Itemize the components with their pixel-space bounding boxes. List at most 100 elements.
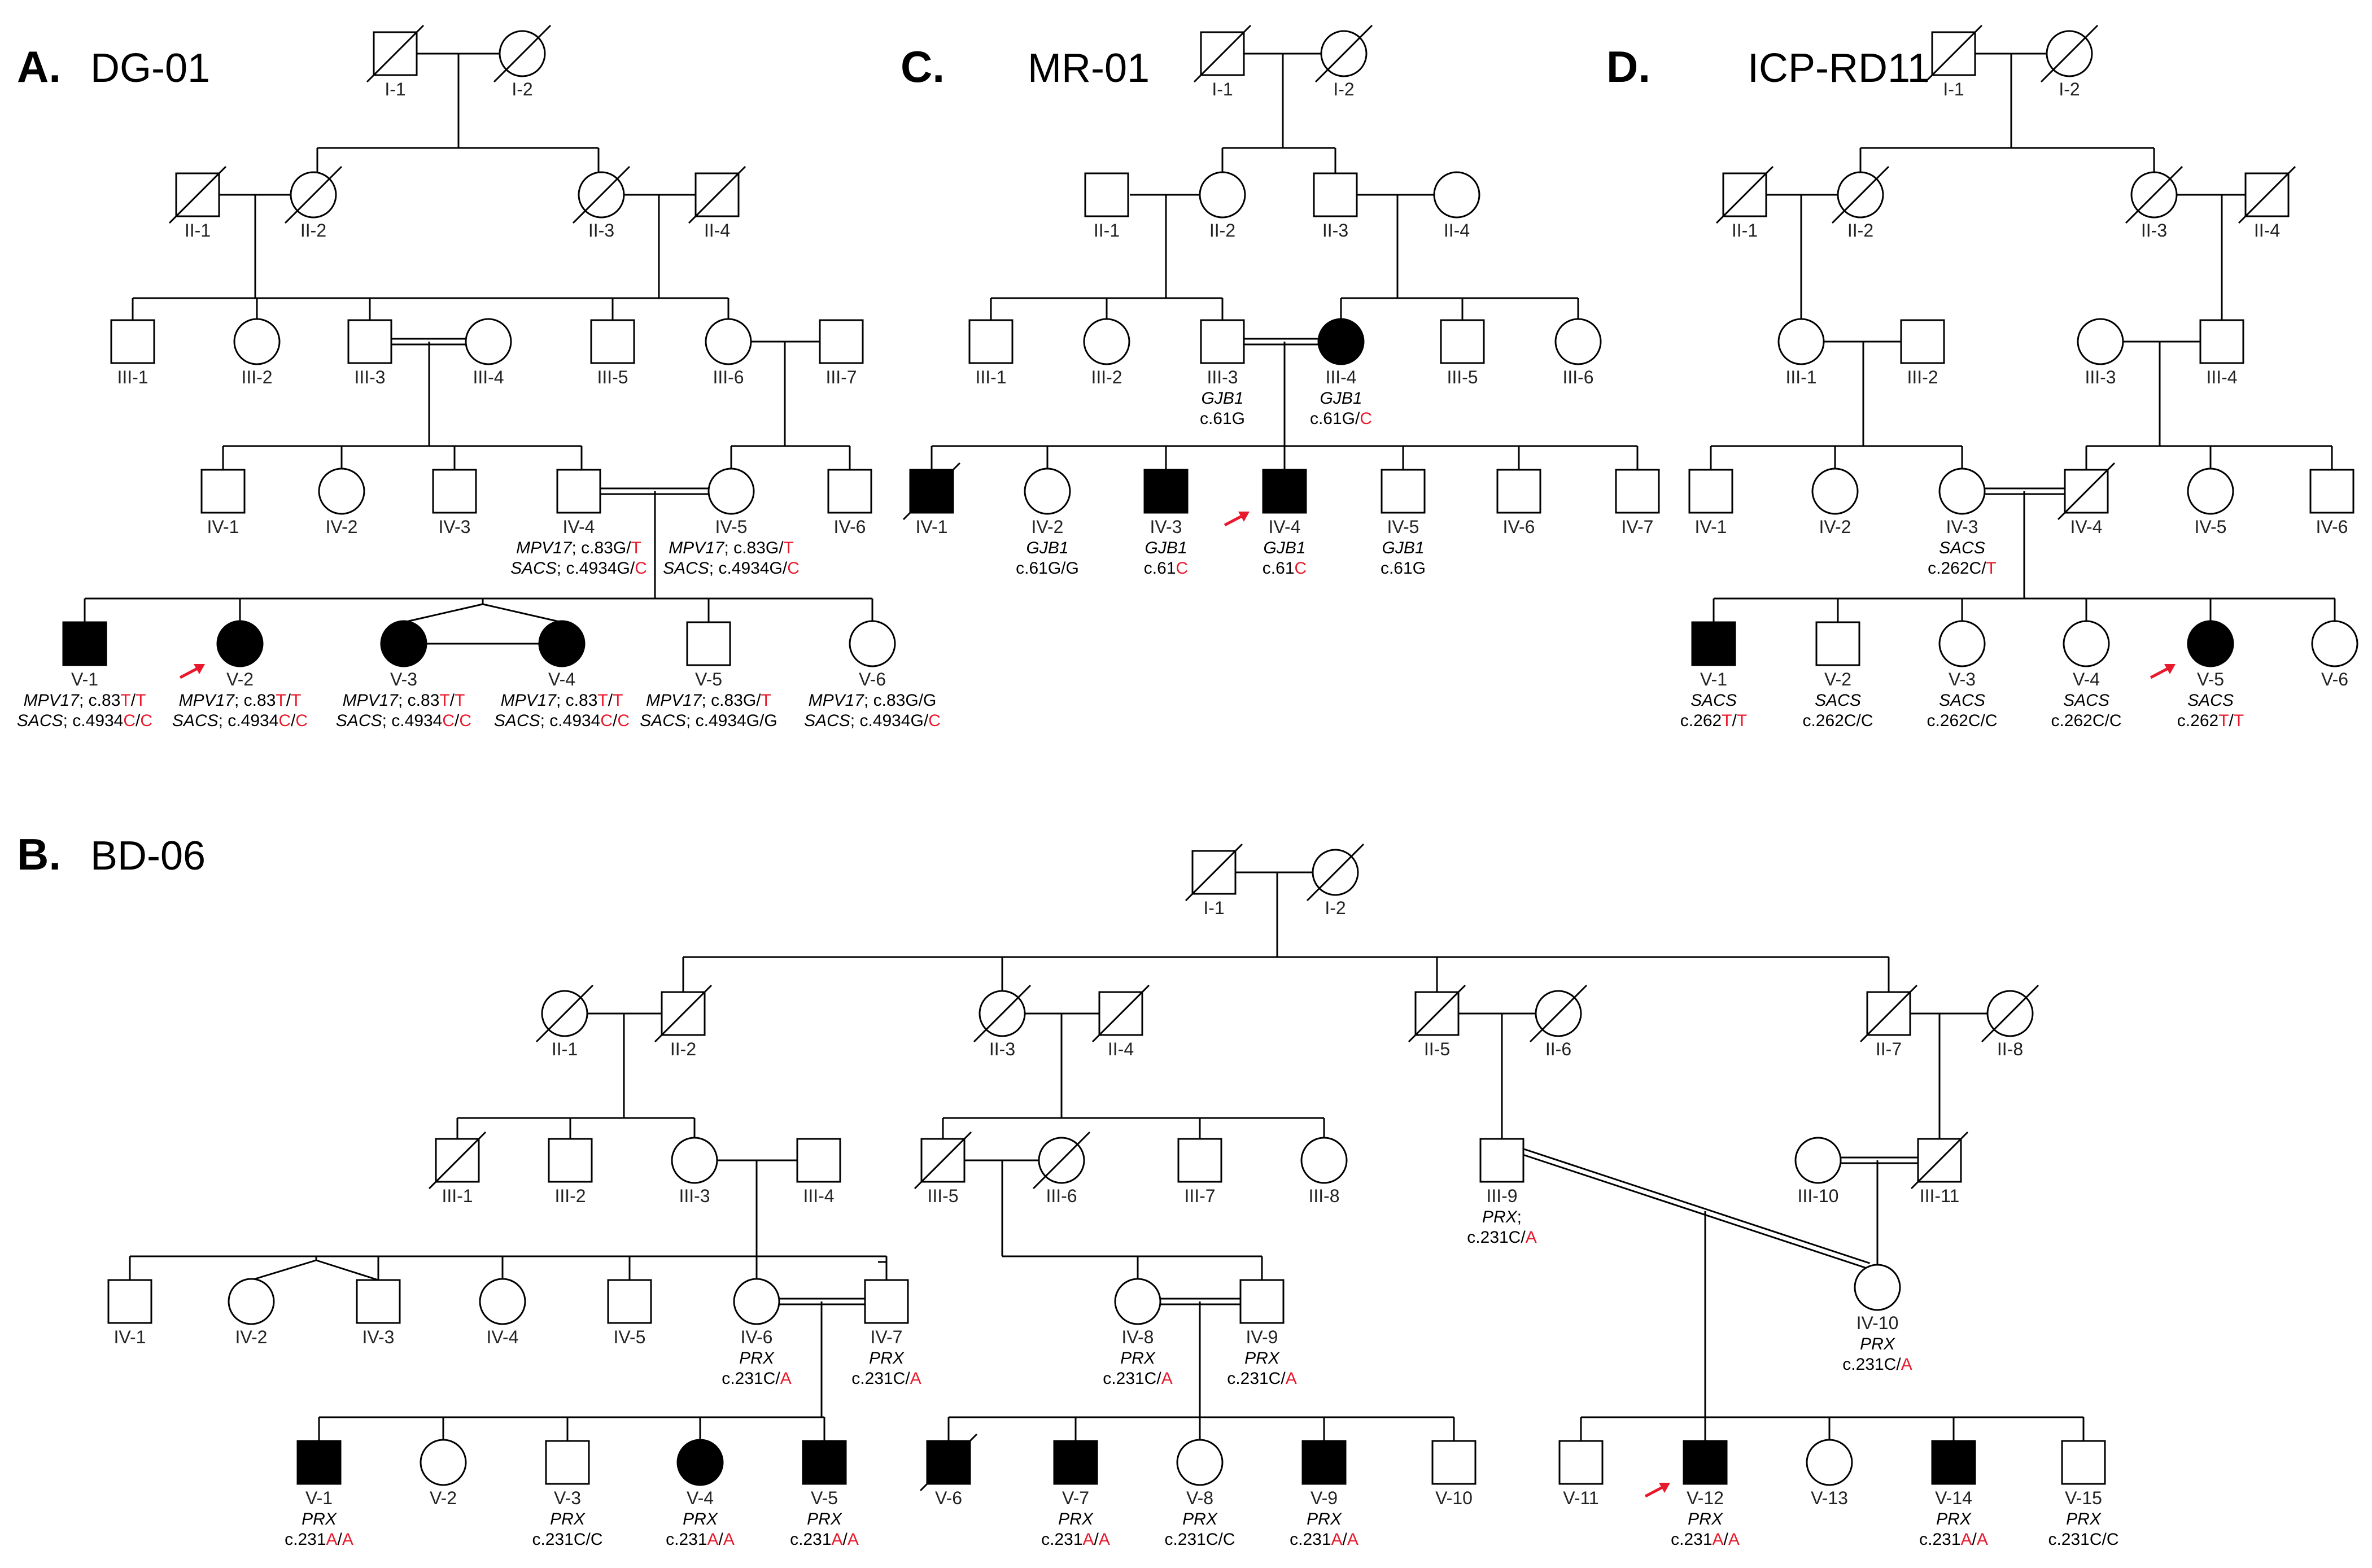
individual-DG-01-II-3: II-3 (572, 165, 631, 241)
individual-BD-06-III-4: III-4 (796, 1138, 841, 1206)
individual-MR-01-III-5: III-5 (1440, 319, 1485, 387)
individual-BD-06-III-5: III-5 (914, 1131, 972, 1206)
individual-BD-06-IV-4: IV-4 (479, 1278, 526, 1347)
deceased-slash (1408, 984, 1466, 1043)
genotype-label: SACS; c.4934C/C (17, 711, 152, 730)
consanguinity-line (1524, 1148, 1871, 1264)
individual-id: IV-5 (614, 1327, 646, 1347)
individual-ICP-RD11-III-2: III-2 (1900, 319, 1945, 387)
genotype-label: PRX (869, 1349, 905, 1368)
individual-BD-06-V-2: V-2 (420, 1439, 467, 1508)
panel-letter: D. (1606, 42, 1650, 91)
female-symbol (380, 620, 427, 667)
individual-id: V-10 (1435, 1488, 1473, 1508)
individual-ICP-RD11-II-1: II-1 (1715, 165, 1774, 241)
individual-id: V-6 (859, 669, 886, 689)
genotype-label: GJB1 (1382, 539, 1424, 557)
individual-id: V-6 (2321, 669, 2348, 689)
individual-id: II-3 (989, 1039, 1015, 1059)
male-symbol (796, 1138, 841, 1183)
male-symbol (1479, 1138, 1524, 1183)
female-symbol (228, 1278, 275, 1325)
female-symbol (1024, 468, 1071, 515)
individual-id: V-5 (811, 1488, 838, 1508)
male-symbol (1313, 172, 1358, 217)
female-symbol (2311, 620, 2358, 667)
genotype-label: SACS; c.4934C/C (494, 711, 630, 730)
genotype-label: c.262C/T (1928, 559, 1997, 578)
individual-id: II-4 (2254, 220, 2280, 241)
individual-id: V-8 (1186, 1488, 1213, 1508)
individual-id: V-15 (2065, 1488, 2102, 1508)
female-symbol (318, 468, 365, 515)
individual-DG-01-III-4: III-4 (465, 318, 512, 387)
panel-name: DG-01 (90, 46, 210, 91)
female-symbol (1938, 468, 1986, 515)
genotype-label: c.231A/A (285, 1530, 353, 1549)
panel-letter: B. (17, 829, 61, 879)
individual-id: III-1 (117, 367, 148, 387)
male-symbol (1691, 621, 1736, 666)
individual-id: IV-1 (1695, 517, 1727, 537)
individual-MR-01-I-1: I-1 (1193, 24, 1252, 99)
individual-id: IV-3 (439, 517, 471, 537)
male-symbol (1177, 1138, 1222, 1183)
individual-BD-06-V-10: V-10 (1431, 1440, 1477, 1508)
individual-id: IV-3 (1946, 517, 1978, 537)
individual-id: IV-6 (2316, 517, 2348, 537)
genotype-label: PRX (302, 1510, 337, 1528)
individual-id: I-1 (1203, 898, 1224, 918)
individual-id: II-1 (1094, 220, 1120, 241)
individual-id: V-5 (695, 669, 722, 689)
individual-id: III-5 (927, 1186, 958, 1206)
genotype-label: c.231C/C (1164, 1530, 1235, 1549)
individual-BD-06-II-5: II-5 (1408, 984, 1466, 1059)
deceased-slash (493, 24, 552, 83)
deceased-slash (1185, 843, 1243, 902)
genotype-label: GJB1 (1201, 389, 1243, 408)
individual-id: II-7 (1876, 1039, 1902, 1059)
genotype-label: SACS (1690, 691, 1737, 710)
genotype-label: MPV17; c.83T/T (501, 691, 623, 710)
deceased-slash (1091, 984, 1150, 1043)
genotype-label: PRX (550, 1510, 586, 1528)
individual-id: III-2 (1091, 367, 1122, 387)
individual-id: III-6 (1046, 1186, 1077, 1206)
genotype-label: c.61G (1200, 409, 1245, 428)
pedigree-lines (84, 53, 2336, 1441)
individual-id: V-1 (71, 669, 98, 689)
individual-MR-01-IV-1: IV-1 (902, 462, 961, 537)
individual-id: IV-4 (2070, 517, 2103, 537)
individual-MR-01-III-6: III-6 (1554, 318, 1602, 387)
male-symbol (347, 319, 392, 364)
genotype-label: GJB1 (1026, 539, 1068, 557)
individual-id: IV-5 (1387, 517, 1419, 537)
genotype-label: GJB1 (1263, 539, 1305, 557)
individual-id: V-1 (1700, 669, 1727, 689)
genotype-label: MPV17; c.83G/G (809, 691, 937, 710)
individual-id: III-6 (1562, 367, 1593, 387)
individual-DG-01-III-2: III-2 (233, 318, 281, 387)
pedigree-line (251, 1259, 317, 1281)
panel-name: BD-06 (90, 833, 206, 879)
individual-id: IV-5 (2195, 517, 2227, 537)
deceased-slash (914, 1131, 972, 1190)
individual-id: V-2 (226, 669, 254, 689)
individual-id: III-7 (825, 367, 857, 387)
genotype-label: c.231C/A (722, 1369, 791, 1388)
individual-id: III-3 (2085, 367, 2116, 387)
individual-id: II-2 (300, 220, 326, 241)
individual-id: IV-5 (715, 517, 748, 537)
individual-BD-06-V-11: V-11 (1558, 1440, 1604, 1508)
